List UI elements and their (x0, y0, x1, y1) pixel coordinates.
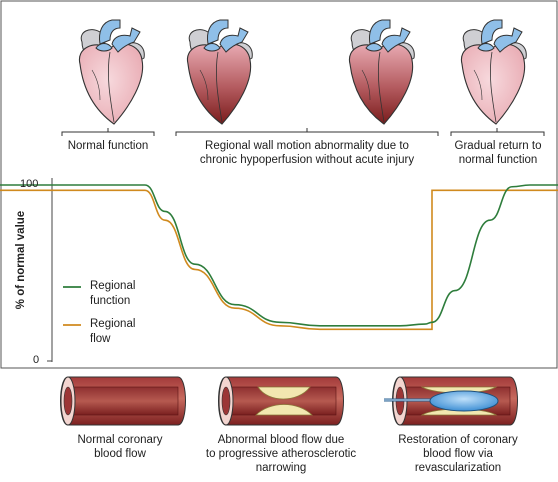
phase-bracket-regional (175, 128, 439, 136)
series-line-regional-function (0, 184, 558, 327)
series-line-regional-flow (0, 189, 558, 331)
phase-label-normal: Normal function (67, 140, 149, 152)
heart-ischemic-icon (186, 19, 253, 125)
legend-label-function-line2: function (90, 295, 131, 307)
heart-normal-icon (78, 19, 145, 125)
phase-bracket-gradual (450, 128, 545, 136)
vessel-caption-restore-line2: blood flow via (423, 448, 493, 460)
phase-bracket-normal (61, 128, 155, 136)
y-axis-label: % of normal value (15, 210, 27, 310)
vessel-normal-icon (60, 376, 186, 426)
heart-recovered-icon (460, 19, 527, 125)
y-tick-label-0: 0 (33, 354, 40, 366)
vessel-revascularized-icon (384, 376, 518, 426)
vessel-narrowed-icon (218, 376, 344, 426)
vessel-caption-normal-line1: Normal coronary (77, 434, 163, 446)
phase-label-gradual-line2: normal function (458, 154, 538, 166)
y-tick-label-100: 100 (20, 178, 39, 190)
legend-label-flow-line1: Regional (90, 318, 136, 330)
vessel-caption-abnormal-line2: to progressive atherosclerotic (205, 448, 357, 460)
legend-label-function-line1: Regional (90, 280, 136, 292)
heart-ischemic-icon-2 (348, 19, 415, 125)
vessel-caption-restore-line1: Restoration of coronary (398, 434, 518, 446)
phase-label-regional-line1: Regional wall motion abnormality due to (205, 140, 409, 152)
phase-label-regional-line2: chronic hypoperfusion without acute inju… (199, 154, 415, 166)
vessel-caption-abnormal-line3: narrowing (255, 462, 307, 474)
vessel-caption-restore-line3: revascularization (414, 462, 502, 474)
phase-label-gradual-line1: Gradual return to (454, 140, 542, 152)
vessel-caption-abnormal-line1: Abnormal blood flow due (217, 434, 345, 446)
vessel-caption-normal-line2: blood flow (94, 448, 146, 460)
legend-label-flow-line2: flow (90, 333, 111, 345)
